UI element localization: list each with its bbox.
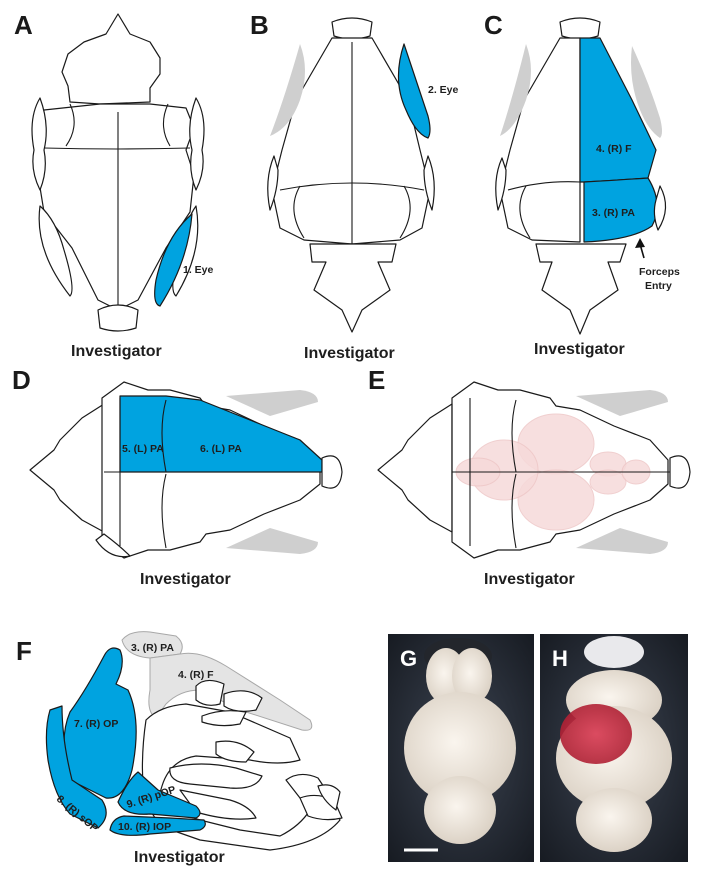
region-7-op-highlight <box>63 647 137 799</box>
right-side-bone <box>189 97 205 191</box>
label-forceps: Forceps <box>639 266 680 278</box>
panel-letter-e: E <box>368 365 385 395</box>
occipital-bone <box>321 455 343 489</box>
panel-letter-h: H <box>552 646 568 671</box>
orbit-bone-3 <box>201 710 247 727</box>
bottom-eye-shadow <box>226 528 318 554</box>
rostral-bone <box>331 17 373 40</box>
label-6-pa: 6. (L) PA <box>200 443 242 455</box>
skull-left-half <box>499 37 581 243</box>
occipital-bone <box>309 243 397 333</box>
panel-h-photo: H <box>540 634 688 862</box>
brain-lobe-right <box>452 648 492 704</box>
hyoid-bone <box>169 763 263 789</box>
premaxilla-bone <box>61 13 161 105</box>
skull-outline <box>451 381 669 559</box>
region-8-sop-highlight <box>45 705 107 829</box>
label-7-op: 7. (R) OP <box>74 718 118 730</box>
label-4-f: 4. (R) F <box>178 669 214 681</box>
suture-right <box>399 185 411 239</box>
panel-g-photo: G <box>388 634 534 862</box>
suture-5-6 <box>161 399 167 473</box>
eye-1-highlight <box>154 213 193 307</box>
rostral-bone <box>29 403 105 533</box>
brain-hindbrain <box>424 776 496 844</box>
caption-d: Investigator <box>140 571 231 588</box>
jaw-outline <box>141 703 341 851</box>
suture-left <box>65 103 75 147</box>
left-side-bone <box>495 157 507 211</box>
panel-d: D 5. (L) PA 6. (L) PA Investigator <box>12 365 343 588</box>
panel-letter-b: B <box>250 10 269 40</box>
brain-midbrain <box>404 692 516 804</box>
label-2-eye: 2. Eye <box>428 84 459 96</box>
right-eye-shadow <box>631 46 662 138</box>
basioccipital-bone <box>97 304 139 332</box>
left-side-bone <box>31 97 47 191</box>
caption-c: Investigator <box>534 341 625 358</box>
caption-b: Investigator <box>304 345 395 362</box>
transverse-suture <box>43 147 191 150</box>
suture-left <box>519 185 531 239</box>
caption-e: Investigator <box>484 571 575 588</box>
label-entry: Entry <box>645 280 672 292</box>
caption-a: Investigator <box>71 343 162 360</box>
panel-letter-g: G <box>400 646 417 671</box>
panel-letter-a: A <box>14 10 33 40</box>
suture-lower <box>511 473 517 549</box>
left-eye-shadow <box>500 44 531 136</box>
panel-letter-c: C <box>484 10 503 40</box>
label-3-pa: 3. (R) PA <box>131 642 174 654</box>
label-5-pa: 5. (L) PA <box>122 443 164 455</box>
quadrate-bone <box>215 740 255 763</box>
jaw-bone <box>95 533 131 558</box>
region-9-pop-highlight <box>117 771 201 819</box>
suture-upper <box>511 399 517 473</box>
label-1-eye: 1. Eye <box>183 264 214 276</box>
panel-letter-d: D <box>12 365 31 395</box>
top-eye-shadow <box>576 390 668 416</box>
panel-e: E Investigator <box>368 365 691 588</box>
occipital-bone <box>535 243 627 335</box>
eye-2-highlight <box>397 43 431 139</box>
orbit-bone-2 <box>223 690 263 712</box>
left-opercle-bone <box>38 205 73 297</box>
orbit-bone-1 <box>195 679 225 706</box>
panel-a: A 1. Eye Investigator <box>14 10 214 360</box>
panel-f: F 3. (R) PA 4. (R) F 7. (R) OP 8. (R) sO… <box>16 631 343 866</box>
transverse-suture <box>279 182 425 191</box>
forceps-arrowhead <box>635 238 645 248</box>
brain-hindbrain <box>576 788 652 852</box>
label-4-f: 4. (R) F <box>596 143 632 155</box>
label-10-iop: 10. (R) IOP <box>118 821 171 833</box>
panel-c: C 4. (R) F 3. (R) PA Forceps Entry Inves… <box>484 10 680 358</box>
left-eye-shadow <box>270 44 305 136</box>
articular-bone <box>317 784 341 811</box>
bottom-eye-shadow <box>576 528 668 554</box>
suture-right <box>162 103 171 147</box>
region-10-iop-highlight <box>109 815 206 836</box>
region-3-pa <box>121 631 183 659</box>
rostral-bone <box>377 403 453 533</box>
suture-lower <box>161 473 167 549</box>
label-3-pa: 3. (R) PA <box>592 207 635 219</box>
transverse-suture <box>507 181 581 191</box>
suture-left <box>293 185 305 239</box>
occipital-bone <box>669 455 691 489</box>
right-side-bone <box>653 185 667 231</box>
right-side-bone <box>423 155 435 211</box>
caption-f: Investigator <box>134 849 225 866</box>
left-side-bone <box>267 155 279 211</box>
rostral-bone <box>559 17 601 40</box>
top-eye-shadow <box>226 390 318 416</box>
blood-area <box>560 704 632 764</box>
brain-rostral <box>584 636 644 668</box>
panel-b: B 2. Eye Investigator <box>250 10 459 362</box>
panel-letter-f: F <box>16 636 32 666</box>
